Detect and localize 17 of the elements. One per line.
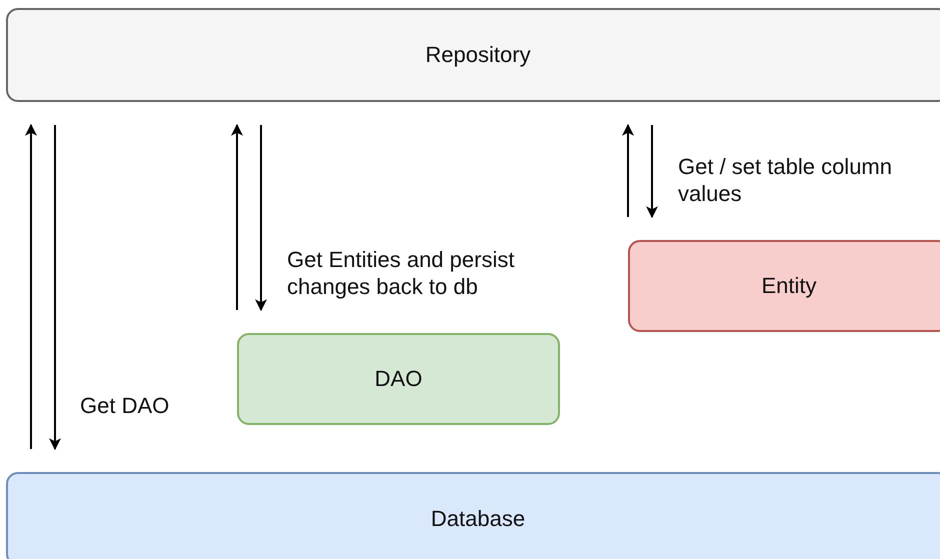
arrow [646,125,658,218]
arrow [622,124,634,217]
arrow [255,125,267,312]
database-box [6,472,940,559]
arrow [49,125,61,450]
edge-label: Get DAO [80,392,170,419]
arrow [231,124,243,310]
dao-box [237,333,560,425]
box-label: Entity [761,273,817,299]
box-label: DAO [374,366,422,392]
edge-label: Get Entities and persist changes back to db [287,246,516,300]
edge-label: Get / set table column values [678,153,893,207]
entity-box [628,240,940,332]
box-label: Repository [425,42,531,68]
arrow [25,124,37,449]
box-label: Database [430,506,526,532]
repository-box [6,8,940,102]
